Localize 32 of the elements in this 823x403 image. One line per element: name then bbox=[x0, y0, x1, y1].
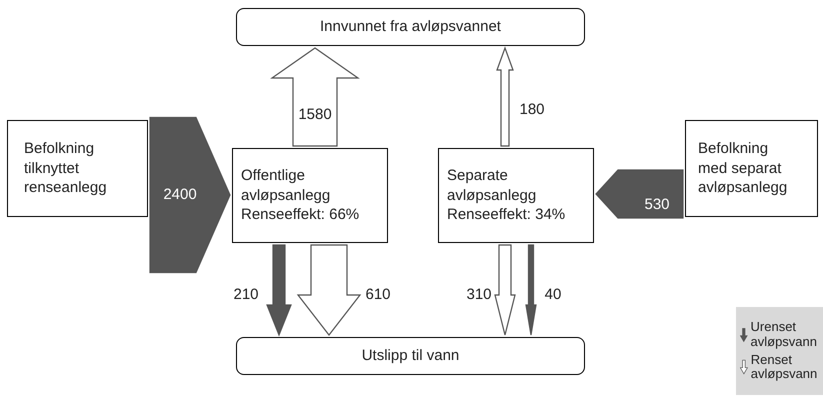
edge-label: 2400 bbox=[163, 184, 197, 205]
node-label: Offentlige avløpsanlegg bbox=[241, 166, 332, 206]
block-arrow bbox=[296, 244, 362, 336]
edge-label: 1580 bbox=[298, 104, 332, 125]
block-arrow bbox=[494, 244, 516, 336]
block-arrow bbox=[266, 244, 292, 337]
legend-label: Renset avløpsvann bbox=[750, 353, 818, 382]
edge-label: 40 bbox=[544, 284, 562, 305]
edge-label: 610 bbox=[365, 284, 391, 305]
block-arrow bbox=[270, 47, 360, 147]
edge-label: 530 bbox=[644, 194, 670, 215]
process-box bbox=[438, 148, 594, 243]
block-arrow bbox=[496, 46, 514, 147]
node-label: Separate avløpsanlegg bbox=[447, 166, 538, 206]
rounded-box bbox=[236, 337, 585, 375]
node-label: Utslipp til vann bbox=[362, 346, 460, 366]
rounded-box bbox=[236, 8, 585, 46]
node-label: Befolkning med separat avløpsanlegg bbox=[698, 139, 788, 198]
node-detail: Renseeffekt: 66% bbox=[241, 205, 360, 225]
node-label: Befolkning tilknyttet renseanlegg bbox=[24, 139, 108, 198]
edge-label: 310 bbox=[466, 284, 492, 305]
process-box bbox=[7, 120, 148, 217]
node-label: Innvunnet fra avløpsvannet bbox=[320, 17, 501, 37]
block-arrow bbox=[525, 244, 537, 336]
edge-label: 180 bbox=[519, 100, 545, 120]
node-detail: Renseeffekt: 34% bbox=[447, 205, 566, 225]
process-box bbox=[685, 120, 818, 217]
block-arrow bbox=[595, 169, 684, 219]
edge-label: 210 bbox=[233, 284, 259, 305]
block-arrow bbox=[149, 116, 231, 274]
legend-label: Urenset avløpsvann bbox=[750, 320, 818, 349]
process-box bbox=[232, 148, 388, 243]
